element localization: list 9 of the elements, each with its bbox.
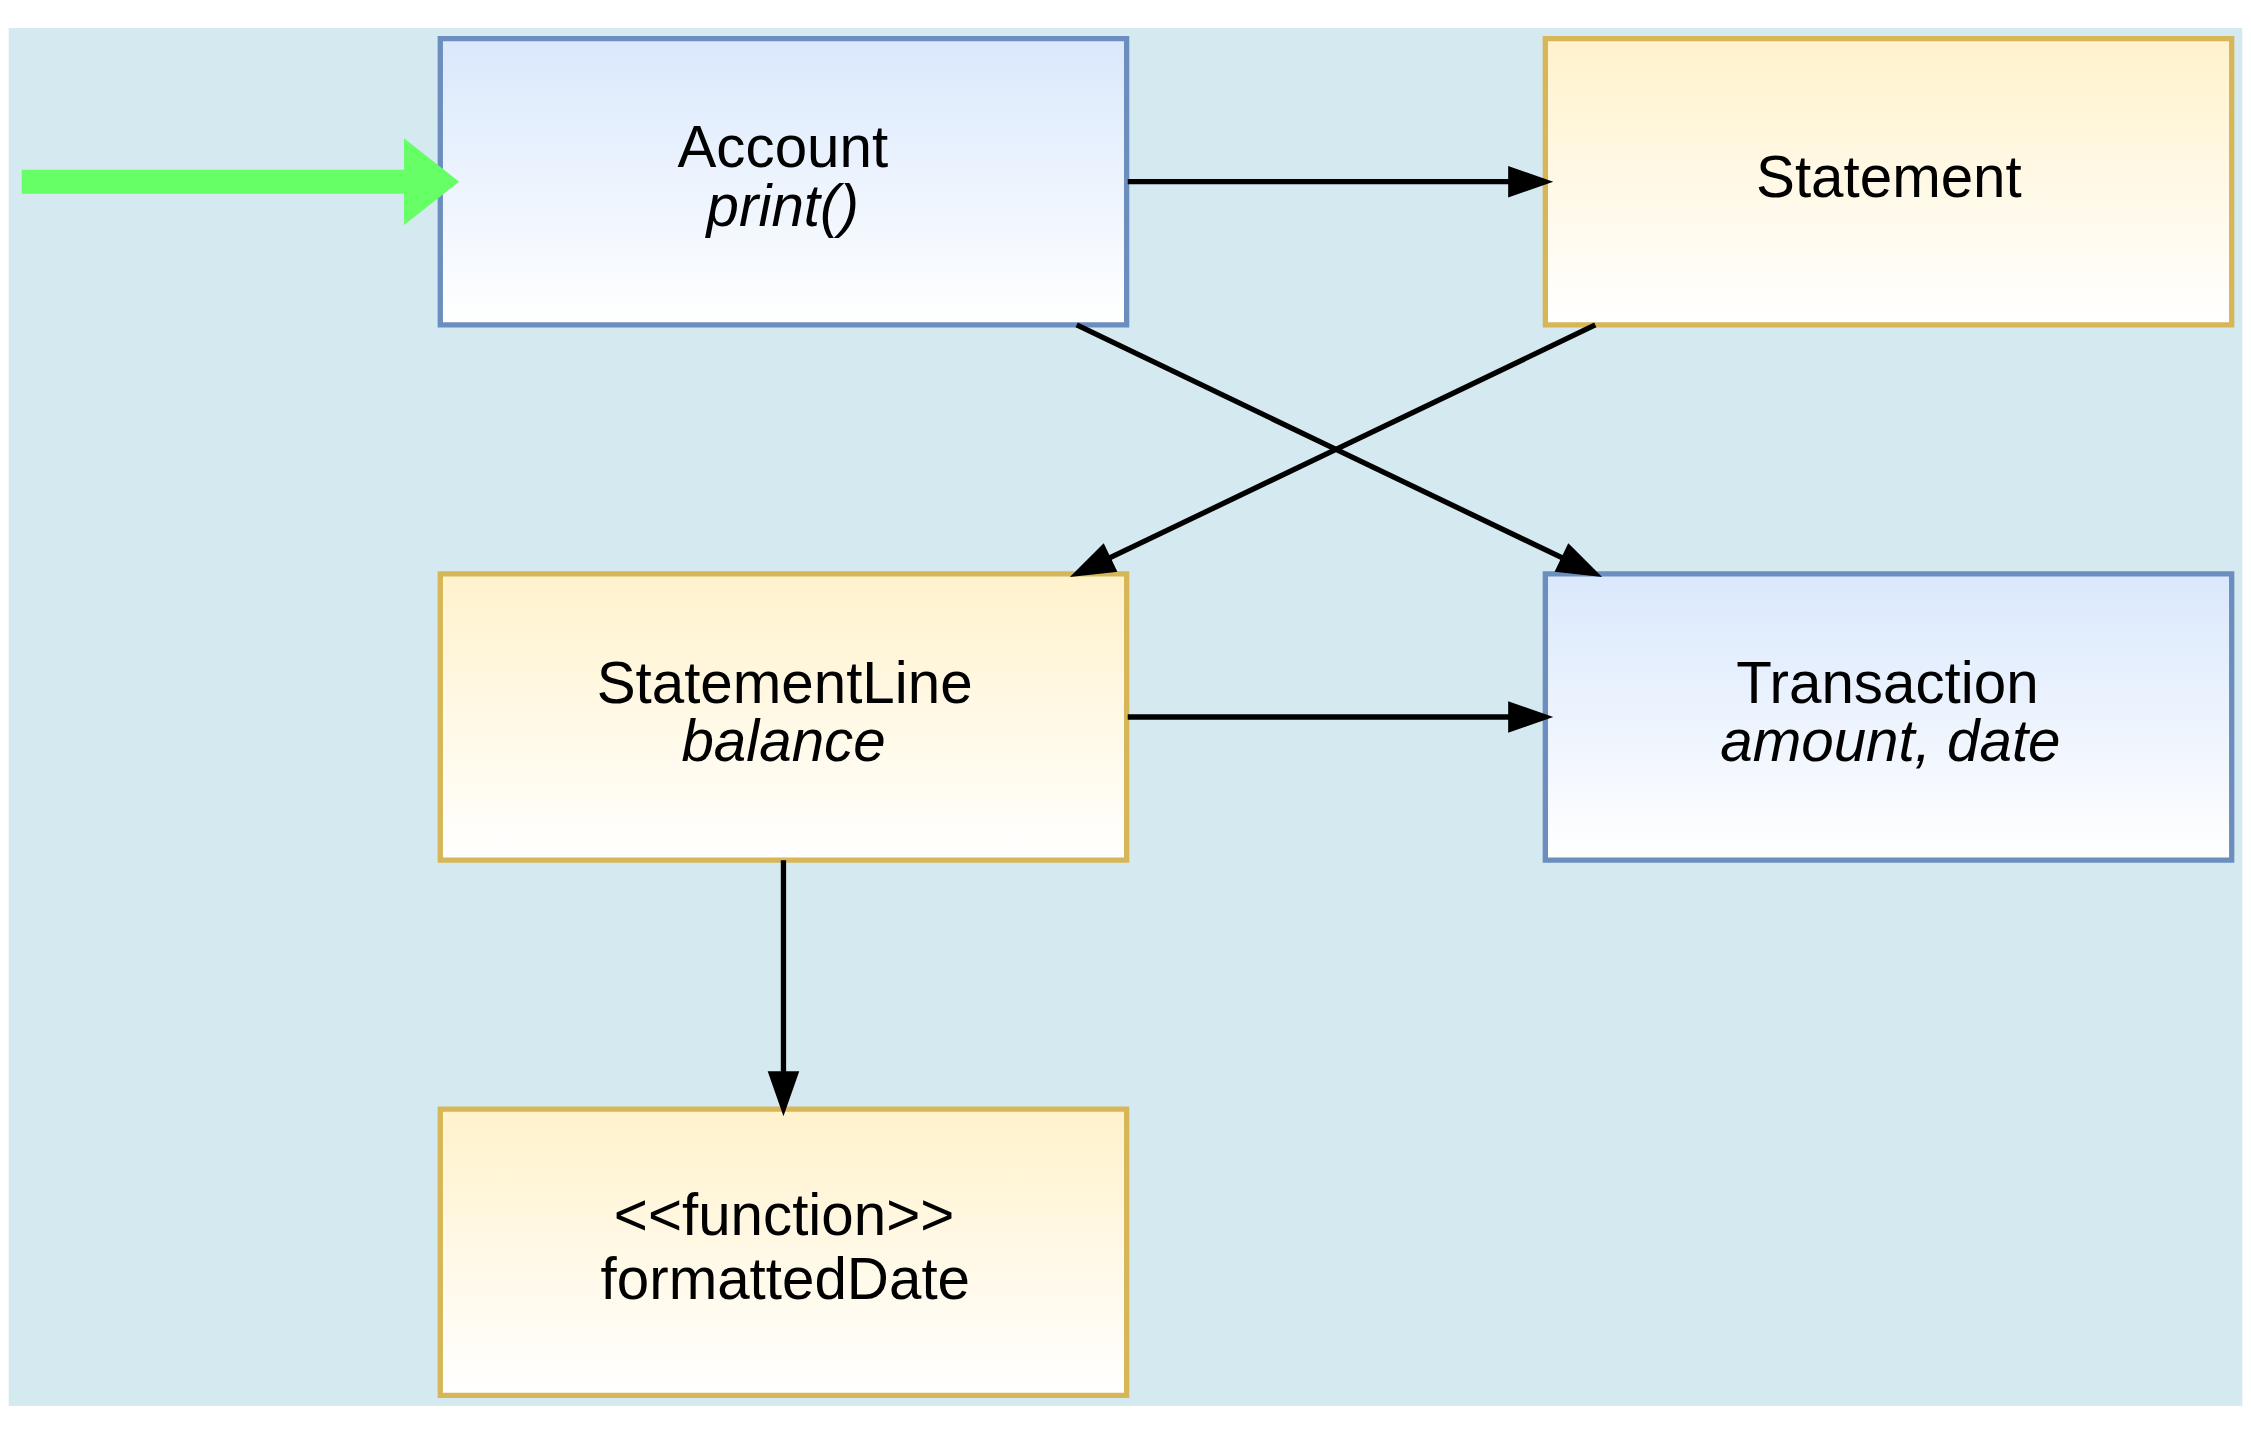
node-box: Statement — [1542, 35, 2235, 327]
arrow — [21, 137, 460, 225]
arrow — [1127, 700, 1554, 733]
node-box: Account print() — [437, 35, 1130, 327]
arrow — [1127, 165, 1554, 197]
arrow — [767, 859, 800, 1116]
node-box: StatementLine balance — [437, 570, 1130, 863]
node-box: Transaction amount, date — [1542, 570, 2235, 863]
node-box: <<function>> formattedDate — [437, 1106, 1130, 1398]
